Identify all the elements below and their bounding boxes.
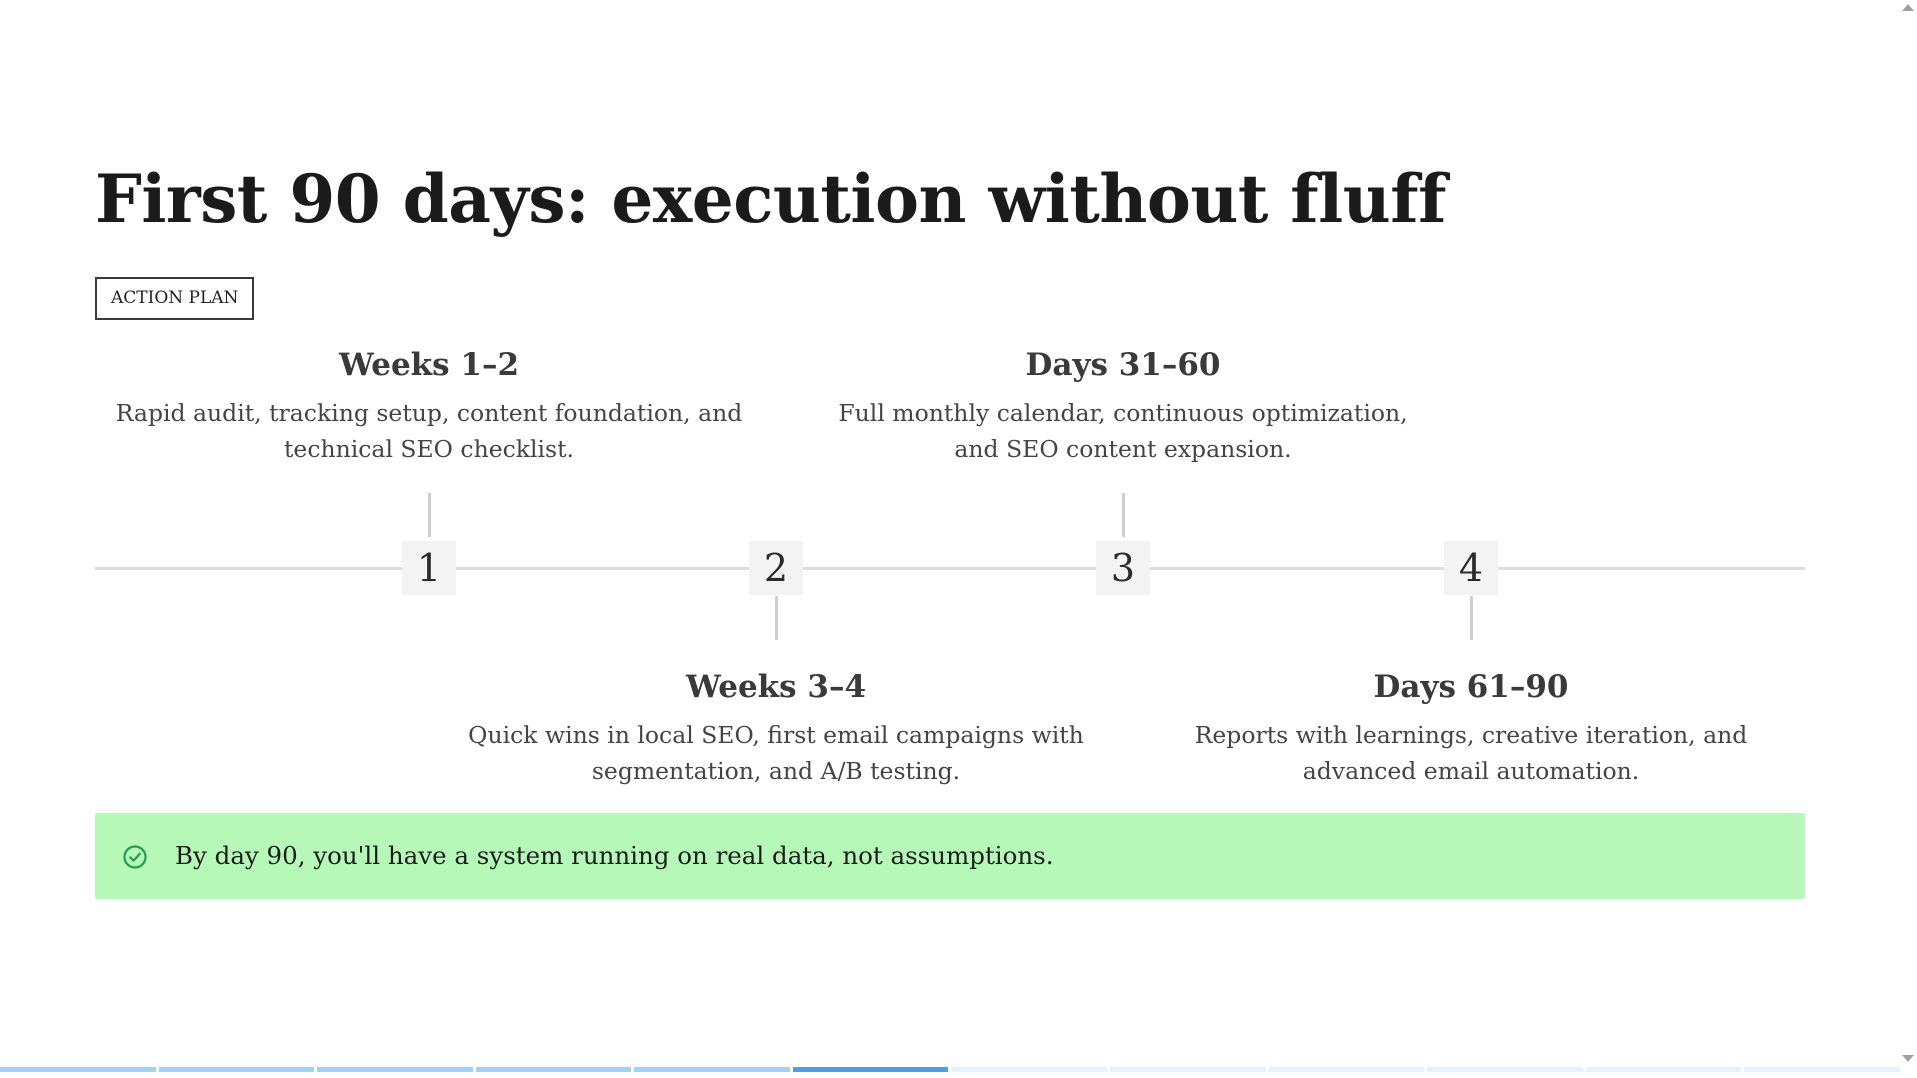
vertical-scrollbar[interactable] <box>1900 0 1917 1078</box>
progress-segment[interactable] <box>158 1067 315 1072</box>
step-description-line: technical SEO checklist. <box>283 435 575 463</box>
progress-segment[interactable] <box>1585 1067 1742 1072</box>
step-description: Reports with learnings, creative iterati… <box>1151 717 1791 789</box>
progress-segment[interactable] <box>951 1067 1108 1072</box>
step-title: Weeks 3–4 <box>685 669 867 705</box>
step-title: Days 31–60 <box>1025 347 1221 383</box>
progress-segment[interactable] <box>1427 1067 1583 1072</box>
slide-progress-bar <box>0 1067 1900 1072</box>
scroll-up-arrow-icon[interactable] <box>1902 4 1914 11</box>
step-description-line: and SEO content expansion. <box>954 435 1292 463</box>
progress-segment[interactable] <box>317 1067 473 1072</box>
timeline-step: Weeks 3–4 Quick wins in local SEO, first… <box>456 667 1096 789</box>
step-description-line: Full monthly calendar, continuous optimi… <box>838 399 1408 427</box>
step-number-badge: 2 <box>749 541 803 595</box>
step-description: Full monthly calendar, continuous optimi… <box>803 395 1443 467</box>
step-description-line: Quick wins in local SEO, first email cam… <box>468 721 1084 749</box>
scroll-down-arrow-icon[interactable] <box>1902 1055 1914 1062</box>
step-description: Quick wins in local SEO, first email cam… <box>456 717 1096 789</box>
slide-title: First 90 days: execution without fluff <box>95 160 1447 238</box>
step-description-line: Reports with learnings, creative iterati… <box>1194 721 1748 749</box>
step-description-line: segmentation, and A/B testing. <box>591 757 961 785</box>
step-number-badge: 3 <box>1096 541 1150 595</box>
progress-segment[interactable] <box>792 1067 949 1072</box>
step-description: Rapid audit, tracking setup, content fou… <box>109 395 749 467</box>
timeline-track <box>95 567 1805 570</box>
timeline-step: Days 61–90 Reports with learnings, creat… <box>1151 667 1791 789</box>
timeline-connector <box>1470 596 1473 640</box>
step-number-badge: 4 <box>1444 541 1498 595</box>
progress-segment[interactable] <box>0 1067 156 1072</box>
step-title: Days 61–90 <box>1373 669 1569 705</box>
timeline-connector <box>775 596 778 640</box>
check-circle-icon <box>123 845 147 869</box>
progress-segment[interactable] <box>475 1067 632 1072</box>
step-number-badge: 1 <box>402 541 456 595</box>
progress-segment[interactable] <box>1110 1067 1266 1072</box>
progress-segment[interactable] <box>634 1067 790 1072</box>
step-description-line: Rapid audit, tracking setup, content fou… <box>115 399 743 427</box>
callout-text: By day 90, you'll have a system running … <box>175 841 1054 870</box>
step-title: Weeks 1–2 <box>338 347 520 383</box>
progress-segment[interactable] <box>1268 1067 1425 1072</box>
timeline-connector <box>1122 493 1125 537</box>
progress-segment[interactable] <box>1744 1067 1900 1072</box>
summary-callout: By day 90, you'll have a system running … <box>95 813 1805 899</box>
timeline-step: Weeks 1–2 Rapid audit, tracking setup, c… <box>109 345 749 467</box>
section-badge: ACTION PLAN <box>95 277 255 320</box>
timeline-step: Days 31–60 Full monthly calendar, contin… <box>803 345 1443 467</box>
step-description-line: advanced email automation. <box>1302 757 1640 785</box>
timeline-connector <box>428 493 431 537</box>
